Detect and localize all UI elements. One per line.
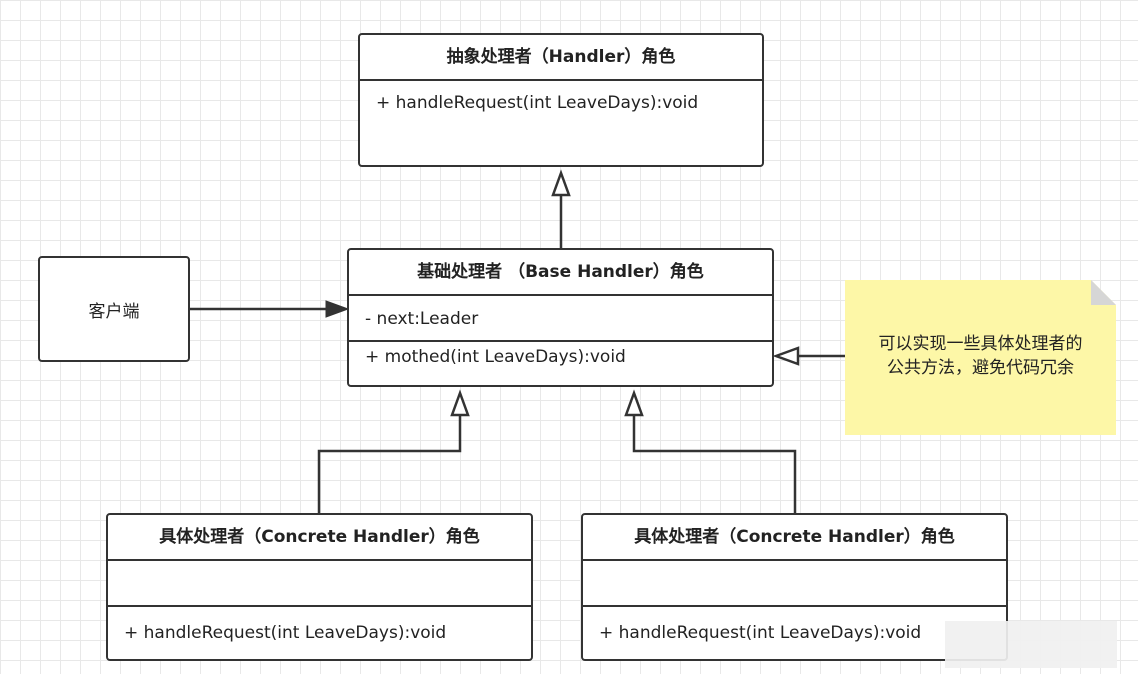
method-item: + handleRequest(int LeaveDays):void xyxy=(124,623,447,643)
hollow-arrowhead xyxy=(551,169,571,197)
client-box[interactable]: 客户端 xyxy=(38,256,190,362)
inheritance-right-to-base xyxy=(632,415,797,513)
method-section: + handleRequest(int LeaveDays):void xyxy=(360,81,762,165)
field-section-empty xyxy=(108,561,531,607)
method-item: + mothed(int LeaveDays):void xyxy=(365,347,626,367)
method-section: + handleRequest(int LeaveDays):void xyxy=(108,607,531,659)
concrete-handler-class-right[interactable]: 具体处理者（Concrete Handler）角色 + handleReques… xyxy=(581,513,1008,661)
method-item: + handleRequest(int LeaveDays):void xyxy=(599,623,922,643)
field-section-empty xyxy=(583,561,1006,607)
note-text: 可以实现一些具体处理者的 公共方法，避免代码冗余 xyxy=(845,332,1116,380)
field-section: - next:Leader xyxy=(349,296,772,342)
method-section: + handleRequest(int LeaveDays):void xyxy=(583,607,1006,659)
note-box xyxy=(845,280,1116,435)
method-item: + handleRequest(int LeaveDays):void xyxy=(376,93,699,113)
field-item: - next:Leader xyxy=(365,309,479,329)
class-title: 具体处理者（Concrete Handler）角色 xyxy=(583,515,1006,561)
class-title: 基础处理者 （Base Handler）角色 xyxy=(349,250,772,296)
hollow-arrowhead xyxy=(624,389,644,417)
concrete-handler-class-left[interactable]: 具体处理者（Concrete Handler）角色 + handleReques… xyxy=(106,513,533,661)
class-title: 具体处理者（Concrete Handler）角色 xyxy=(108,515,531,561)
hollow-arrowhead xyxy=(772,346,800,366)
client-label: 客户端 xyxy=(88,301,140,322)
overlay-mask xyxy=(945,621,1117,668)
method-section: + mothed(int LeaveDays):void xyxy=(349,342,772,372)
note-line: 公共方法，避免代码冗余 xyxy=(887,358,1074,378)
note-line: 可以实现一些具体处理者的 xyxy=(878,334,1083,354)
hollow-arrowhead xyxy=(450,389,470,417)
filled-arrowhead xyxy=(325,300,350,318)
inheritance-left-to-base xyxy=(317,415,462,513)
class-title: 抽象处理者（Handler）角色 xyxy=(360,35,762,81)
abstract-handler-class[interactable]: 抽象处理者（Handler）角色 + handleRequest(int Lea… xyxy=(358,33,764,167)
base-handler-class[interactable]: 基础处理者 （Base Handler）角色 - next:Leader + m… xyxy=(347,248,774,387)
